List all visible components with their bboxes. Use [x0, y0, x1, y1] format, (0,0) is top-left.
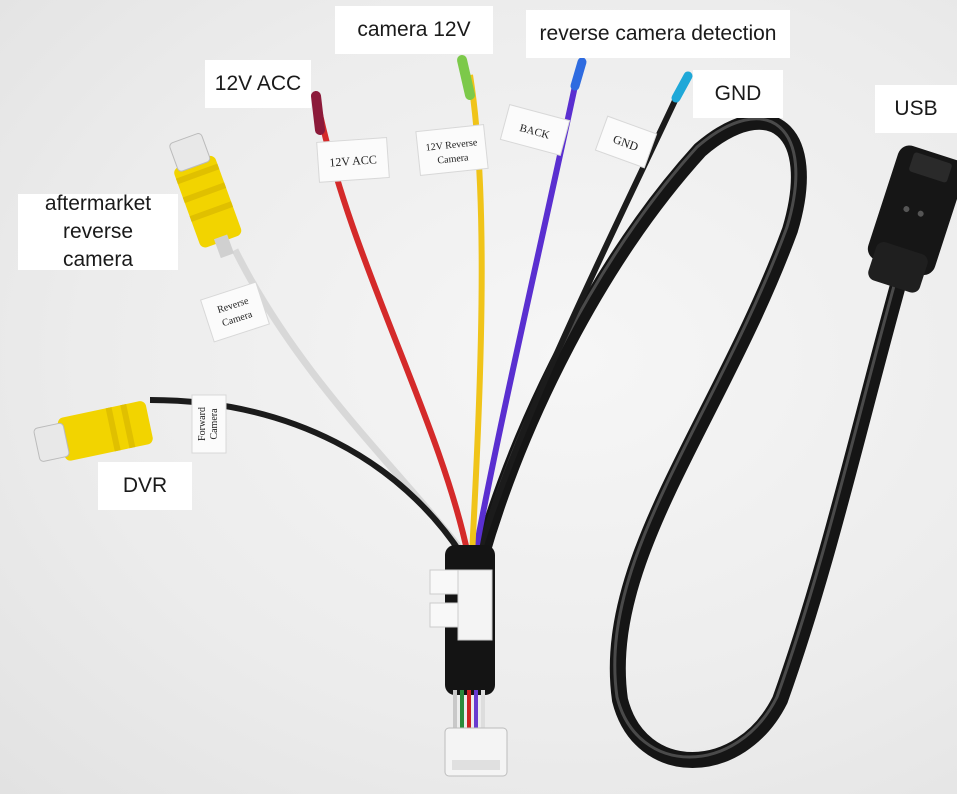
callout-usb: USB [875, 85, 957, 133]
usb-cable-highlight [475, 117, 904, 759]
callout-dvr: DVR [98, 462, 192, 510]
back-wire-tip [570, 57, 587, 91]
gnd-wire-tip [671, 71, 693, 103]
rca-connector-dvr [33, 401, 153, 462]
reverse-12v-wire-tip [457, 55, 475, 100]
tag-reverse-camera: Reverse Camera [199, 281, 271, 343]
tag-back: BACK [499, 103, 571, 157]
tag-forward-camera: Forward Camera [191, 394, 227, 454]
acc-wire-tip [311, 91, 325, 135]
tag-reverse-12v-line2: Camera [437, 152, 470, 166]
tag-forward-camera-line1: Forward [197, 407, 208, 441]
callout-reverse-camera-detection: reverse camera detection [526, 10, 790, 58]
white-plug-pins [452, 760, 500, 770]
harness-label-3 [457, 569, 493, 641]
rca-connector-reverse [169, 133, 242, 259]
usb-plug [867, 145, 957, 293]
tag-forward-camera-line2: Camera [209, 408, 220, 440]
reverse-camera-wire [231, 248, 468, 558]
tag-reverse-12v-line1: 12V Reverse [425, 137, 478, 153]
callout-camera-12v: camera 12V [335, 6, 493, 54]
callout-aftermarket-reverse-camera: aftermarket reverse camera [18, 192, 178, 271]
callout-12v-acc: 12V ACC [205, 60, 311, 108]
tag-reverse-12v: 12V Reverse Camera [415, 124, 489, 176]
tag-acc: 12V ACC [316, 137, 390, 183]
callout-gnd: GND [693, 70, 783, 118]
tag-gnd: GND [594, 115, 658, 169]
usb-cable [472, 113, 913, 768]
tag-acc-text: 12V ACC [329, 152, 377, 169]
